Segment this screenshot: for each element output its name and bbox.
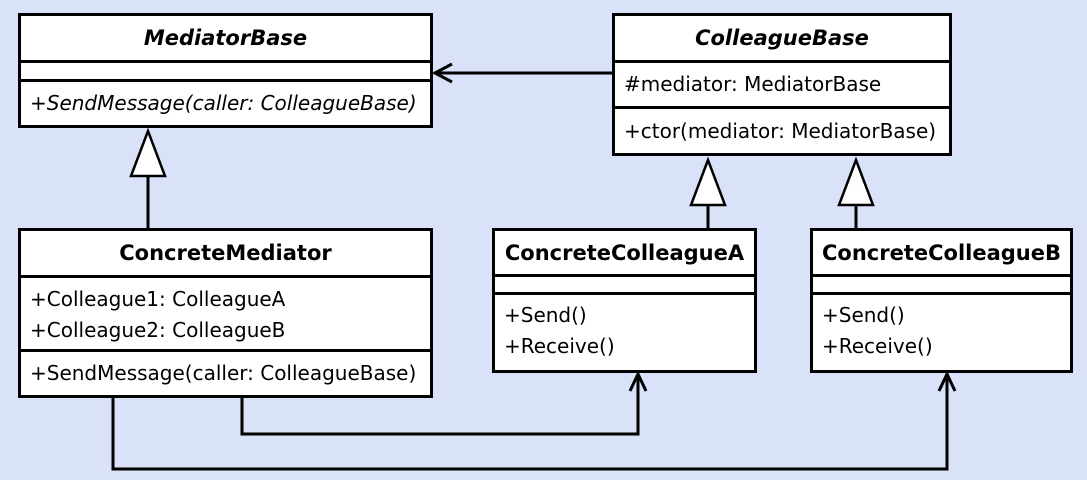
class-concrete-colleague-b: ConcreteColleagueB +Send() +Receive() (810, 228, 1073, 373)
attribute-line: #mediator: MediatorBase (624, 72, 882, 96)
operation-line: +Send() (822, 303, 905, 327)
class-title: ConcreteColleagueB (822, 240, 1061, 265)
operations-compartment: +Send() +Receive() (813, 292, 1070, 370)
operations-compartment: +SendMessage(caller: ColleagueBase) (21, 349, 430, 395)
operation-line: +Receive() (822, 334, 933, 358)
class-title: ConcreteColleagueA (504, 240, 745, 265)
class-concrete-colleague-a: ConcreteColleagueA +Send() +Receive() (492, 228, 757, 373)
generalization-concretecolleagueb-to-colleaguebase (837, 156, 875, 230)
attribute-line: +Colleague1: ColleagueA (30, 287, 286, 311)
class-mediator-base: MediatorBase +SendMessage(caller: Collea… (18, 13, 433, 128)
class-concrete-mediator: ConcreteMediator +Colleague1: ColleagueA… (18, 228, 433, 398)
class-title: MediatorBase (143, 26, 308, 50)
operation-line: +SendMessage(caller: ColleagueBase) (30, 91, 417, 115)
generalization-concretemediator-to-mediatorbase (129, 127, 167, 230)
association-concretemediator-to-concretecolleaguea (240, 370, 648, 436)
attribute-line: +Colleague2: ColleagueB (30, 318, 286, 342)
hollow-triangle-icon (837, 156, 875, 207)
class-colleague-base: ColleagueBase #mediator: MediatorBase +c… (612, 13, 952, 156)
class-title: ColleagueBase (695, 26, 869, 50)
attributes-compartment (21, 60, 430, 79)
attributes-compartment: +Colleague1: ColleagueA +Colleague2: Col… (21, 275, 430, 349)
operations-compartment: +SendMessage(caller: ColleagueBase) (21, 79, 430, 125)
operation-line: +SendMessage(caller: ColleagueBase) (30, 361, 417, 385)
association-concretemediator-to-concretecolleagueb (111, 370, 957, 471)
association-line (240, 375, 640, 436)
operations-compartment: +ctor(mediator: MediatorBase) (615, 106, 949, 153)
hollow-triangle-icon (689, 156, 727, 207)
operations-compartment: +Send() +Receive() (495, 292, 754, 370)
operation-line: +Send() (504, 303, 587, 327)
hollow-triangle-icon (129, 127, 167, 178)
class-title: ConcreteMediator (119, 241, 332, 265)
attributes-compartment (813, 274, 1070, 292)
operation-line: +Receive() (504, 334, 615, 358)
attributes-compartment: #mediator: MediatorBase (615, 60, 949, 106)
attributes-compartment (495, 274, 754, 292)
association-line (111, 375, 949, 471)
operation-line: +ctor(mediator: MediatorBase) (624, 118, 937, 143)
generalization-concretecolleaguea-to-colleaguebase (689, 156, 727, 230)
open-arrowhead (628, 370, 648, 392)
association-colleaguebase-to-mediatorbase (431, 62, 612, 84)
open-arrowhead (431, 62, 453, 84)
open-arrowhead (937, 370, 957, 392)
